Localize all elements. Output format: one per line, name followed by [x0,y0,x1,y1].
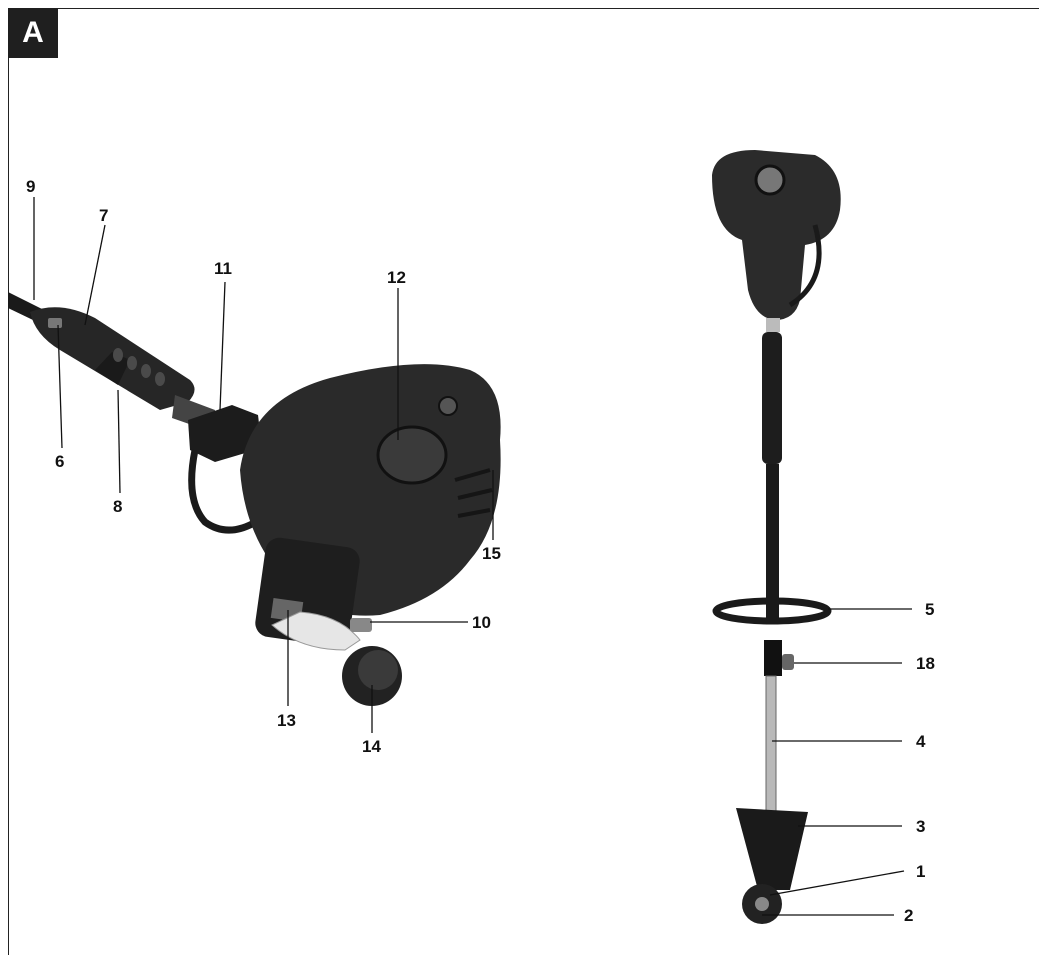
callout-7: 7 [99,206,108,225]
callout-11: 11 [214,259,232,278]
callout-6: 6 [55,452,64,471]
ignition-cable [188,449,264,534]
callout-13: 13 [277,711,296,730]
figure-letter-badge: A [8,8,58,58]
choke-lever [350,618,372,632]
engine-unit-illustration [8,292,501,706]
leader-lines [33,197,912,916]
logo-badge [438,396,458,416]
callout-18: 18 [916,654,935,673]
callout-12: 12 [387,268,406,287]
callout-5: 5 [925,600,934,619]
loop-handle [712,597,832,625]
callout-9: 9 [26,177,35,196]
callout-8: 8 [113,497,122,516]
spark-plug-opening [376,425,448,485]
switch-housing [188,405,262,462]
trimmer-coupling [766,318,780,332]
trimmer-upper-shaft [766,464,779,624]
callout-15: 15 [482,544,501,563]
callout-2: 2 [904,906,913,925]
callout-labels: 9 7 11 12 6 8 15 10 13 14 5 18 4 3 1 2 [26,177,935,925]
callout-14: 14 [362,737,381,756]
grip-ridges [113,348,165,386]
trimmer-throttle-grip [762,332,782,464]
callout-4: 4 [916,732,926,751]
connector-knob [782,654,794,670]
callout-3: 3 [916,817,925,836]
figure-frame [8,8,1039,955]
trimmer-engine-top [754,164,786,196]
throttle-lock-button [48,318,62,328]
trimmer-guard [736,808,808,890]
callout-10: 10 [472,613,491,632]
cooling-vents [454,468,493,518]
fuel-tank-cap-top [358,650,398,690]
shaft-connector [764,640,782,676]
cutting-head-spool [755,897,769,911]
fuel-tank [271,611,361,651]
trimmer-cable [788,224,822,308]
callout-1: 1 [916,862,925,881]
trimmer-engine-head [712,150,841,320]
trimmer-full-illustration [712,150,841,924]
